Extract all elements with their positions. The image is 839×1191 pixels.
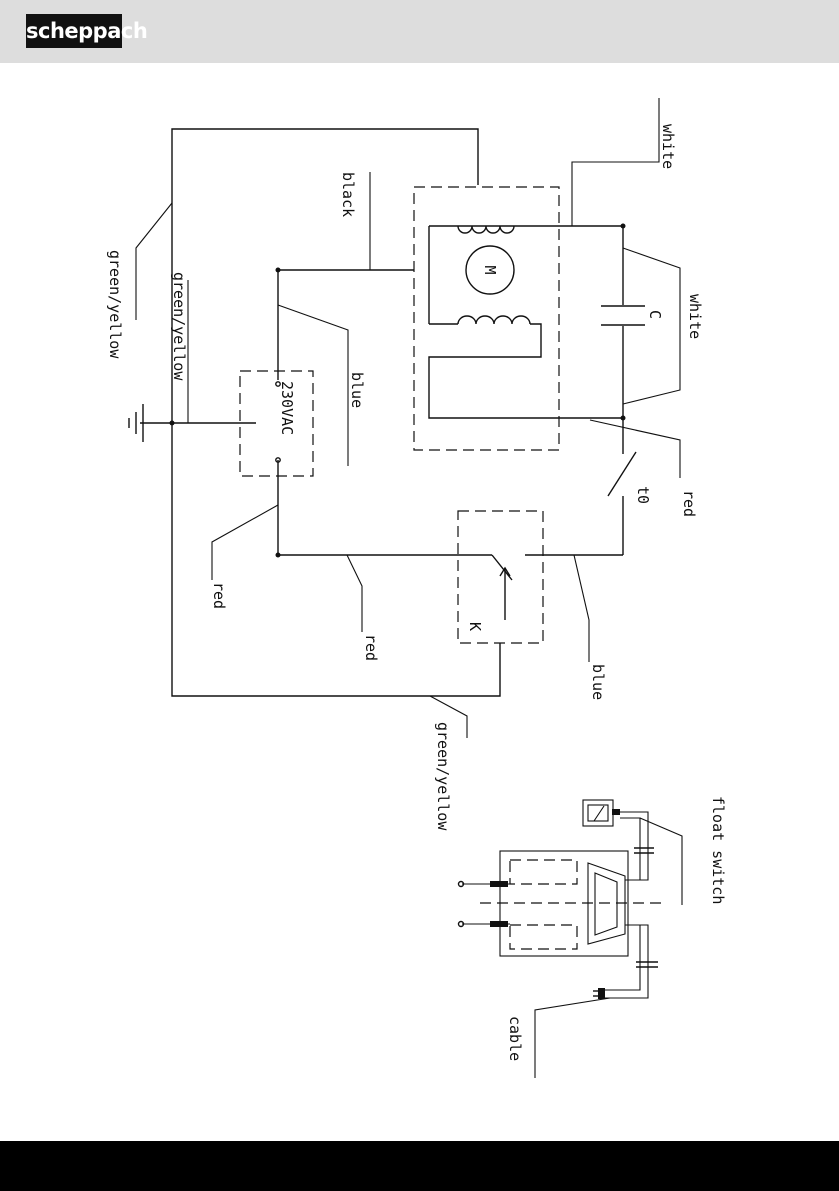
outer-ground-loop (172, 129, 500, 696)
motor-label: M (481, 265, 499, 274)
label-blue-top: blue (348, 372, 366, 408)
label-red-left: red (210, 582, 228, 609)
winding-bottom (458, 316, 530, 324)
label-white-cap: white (686, 294, 704, 339)
label-t0: t0 (634, 486, 652, 504)
page-footer (0, 1141, 839, 1191)
winding-top (458, 226, 514, 233)
label-float-switch: float switch (709, 796, 727, 904)
label-red-right: red (680, 490, 698, 517)
brand-logo: scheppach (26, 14, 122, 48)
pump-drawing (459, 800, 663, 999)
label-cable: cable (506, 1016, 524, 1061)
relay-label: K (466, 622, 484, 631)
label-blue-bottom: blue (589, 664, 607, 700)
label-black: black (339, 172, 357, 217)
label-green-yellow-2: green/yellow (170, 272, 188, 381)
page-header: scheppach (0, 0, 839, 63)
wiring-diagram: M white C white black blue 230VAC green/… (0, 63, 839, 1141)
label-green-yellow-1: green/yellow (106, 250, 124, 359)
voltage-label: 230VAC (278, 381, 296, 435)
capacitor-label: C (646, 310, 664, 319)
label-red-mid: red (362, 634, 380, 661)
label-white-top: white (659, 124, 677, 169)
label-green-yellow-3: green/yellow (434, 722, 452, 831)
